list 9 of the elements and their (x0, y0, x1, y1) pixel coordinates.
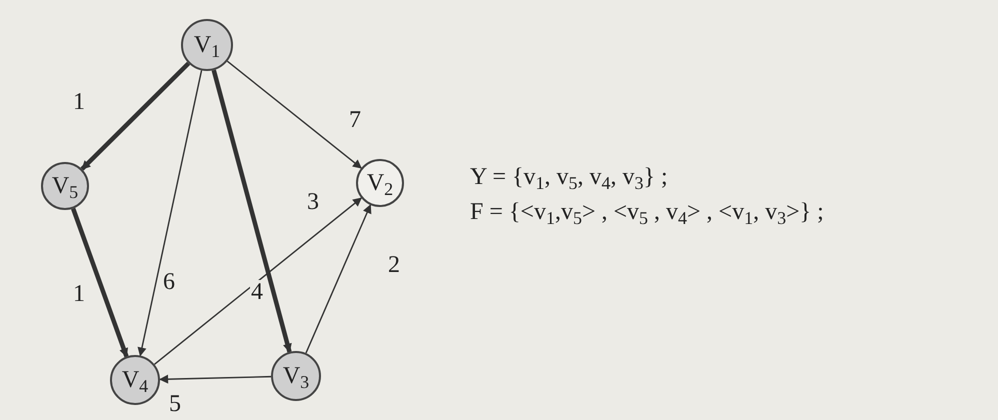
arrow (138, 70, 202, 356)
set-expression: F = {<v$_{1}$,v$_{5}$> , <v$_{5}$ , v$_{4}$> , <v$_{1}$, v$_{3}$>} ; (470, 200, 824, 224)
arrow (154, 197, 362, 365)
set-expression: Y = {v$_{1}$, v$_{5}$, v$_{4}$, v$_{3}$} ; (470, 165, 668, 189)
arrow (159, 374, 272, 384)
arrow (226, 60, 362, 169)
arrow (212, 70, 292, 353)
arrow (80, 62, 190, 171)
arrow (71, 208, 129, 358)
